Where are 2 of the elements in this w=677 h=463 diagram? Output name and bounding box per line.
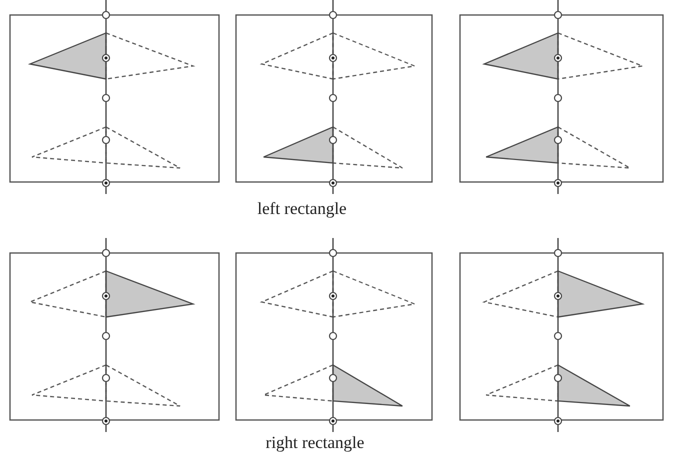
caption-text: right rectangle xyxy=(266,433,364,453)
caption-text: left rectangle xyxy=(257,199,347,219)
